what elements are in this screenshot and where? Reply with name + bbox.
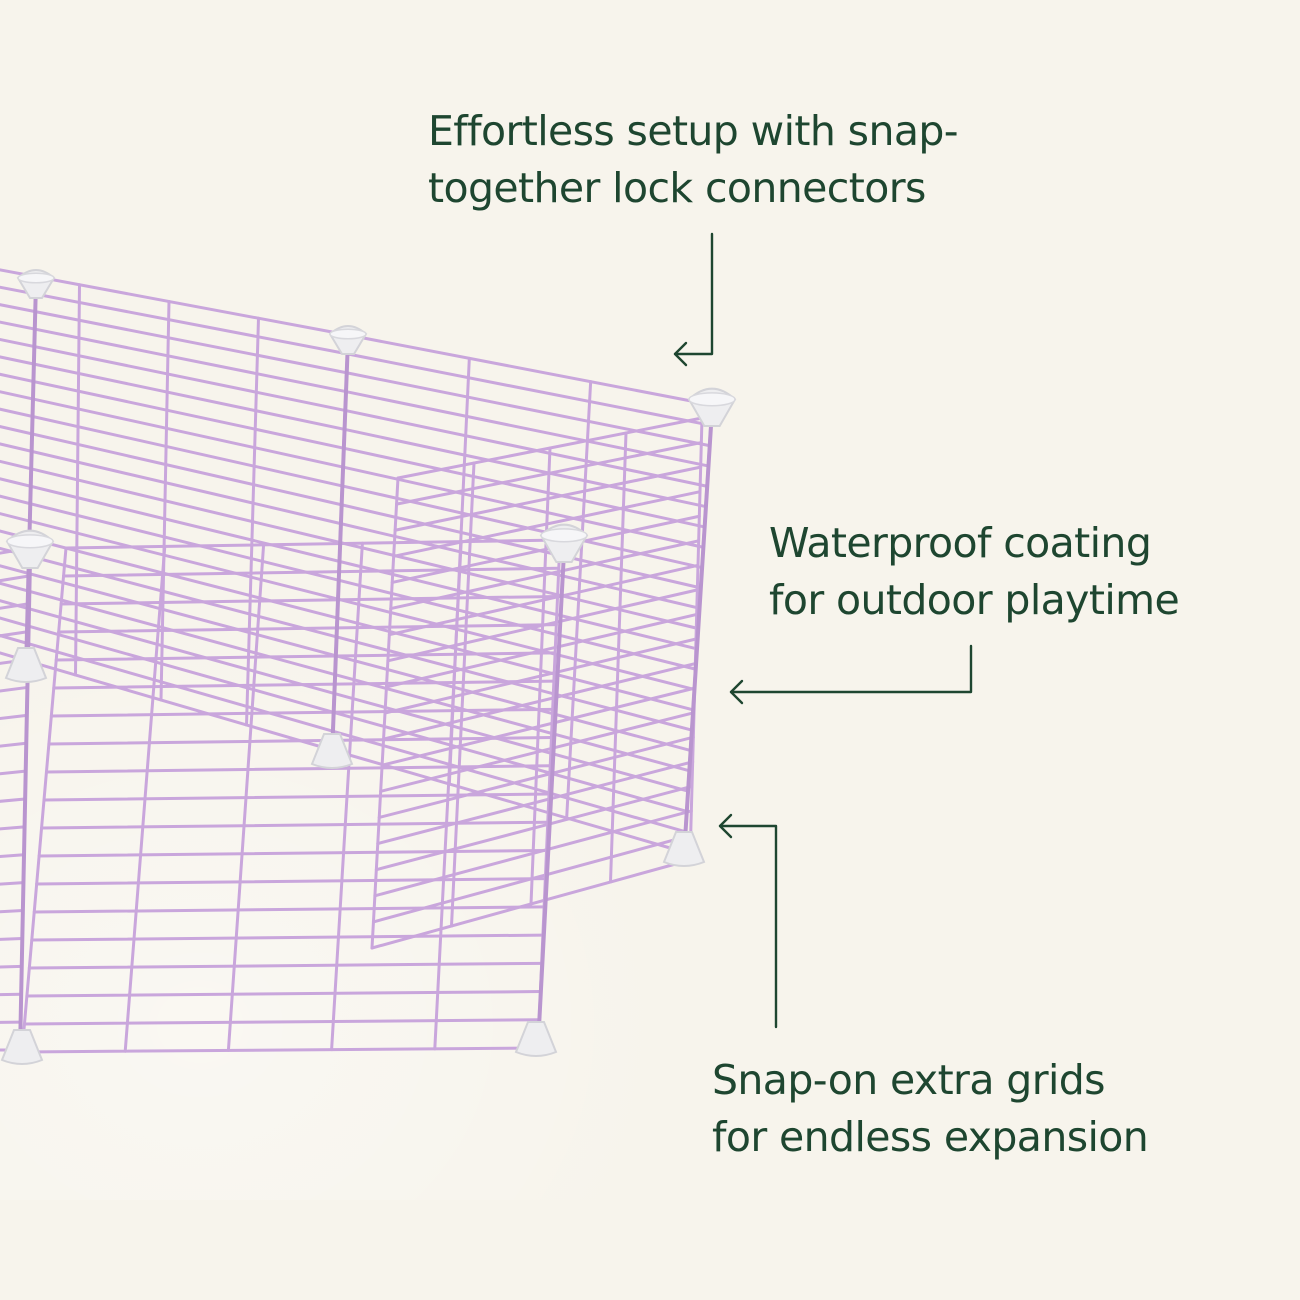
snap-connector — [687, 387, 737, 427]
callout-expansion-line-1: Snap-on extra grids — [712, 1056, 1106, 1104]
callout-waterproof-line-2: for outdoor playtime — [769, 576, 1180, 624]
snap-connector-base — [310, 733, 354, 769]
callout-setup-text: Effortless setup with snap- together loc… — [428, 103, 959, 217]
snap-connector — [328, 325, 368, 355]
snap-connector — [16, 269, 56, 299]
callout-setup-line-2: together lock connectors — [428, 164, 926, 212]
snap-connector-base — [4, 647, 48, 683]
snap-connector-base — [514, 1021, 558, 1057]
callout-waterproof-line-1: Waterproof coating — [769, 519, 1152, 567]
snap-connector — [539, 523, 589, 563]
callout-setup-line-1: Effortless setup with snap- — [428, 107, 959, 155]
snap-connector — [5, 529, 55, 569]
snap-connector-base — [662, 831, 706, 867]
snap-connector-base — [0, 1029, 44, 1065]
callout-expansion-line-2: for endless expansion — [712, 1113, 1149, 1161]
callout-waterproof-text: Waterproof coating for outdoor playtime — [769, 515, 1180, 629]
callout-expansion-text: Snap-on extra grids for endless expansio… — [712, 1052, 1149, 1166]
